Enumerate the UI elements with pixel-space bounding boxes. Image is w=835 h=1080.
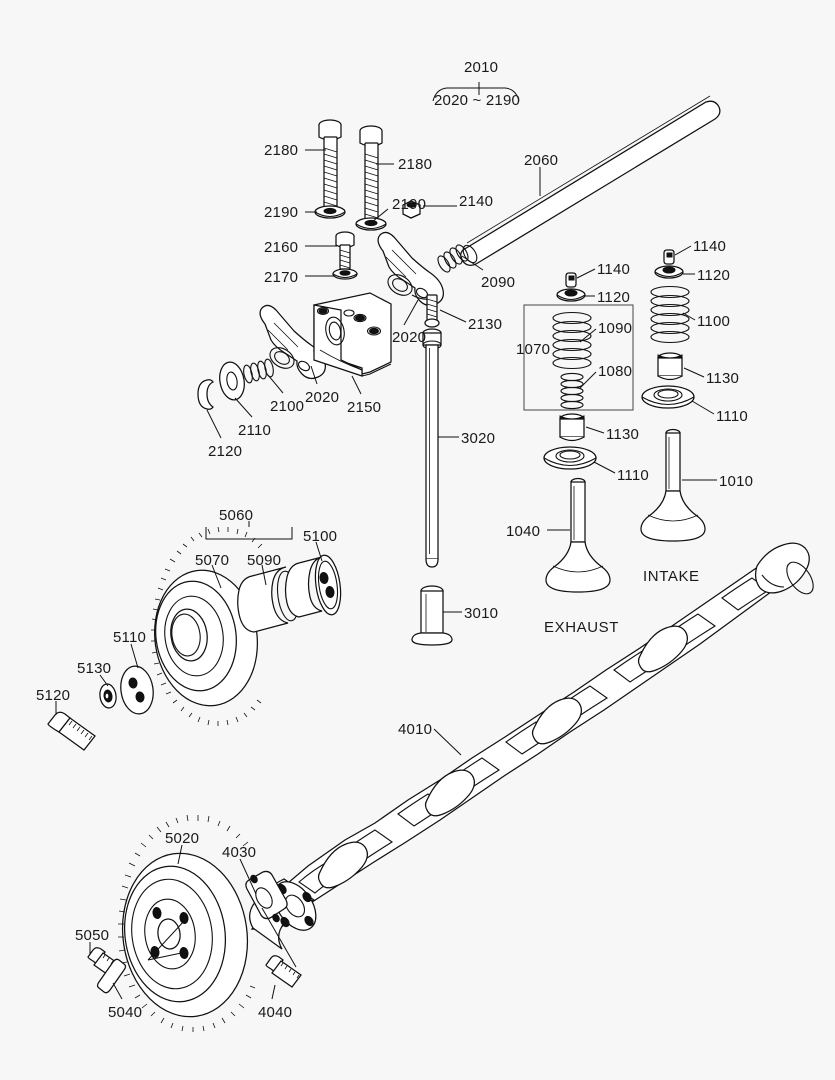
part-5120-bolt [47,711,96,751]
label-5130: 5130 [77,660,112,677]
label-5100: 5100 [303,528,338,545]
label-2010: 2010 [464,59,499,76]
part-5040-dowel-pin [96,958,127,994]
label-2020-right: 2020 [392,329,427,346]
label-2110: 2110 [238,422,272,439]
label-5070: 5070 [195,552,230,569]
bracket-5060-group [205,521,293,540]
label-2020-mid: 2020 [305,389,340,406]
label-4040: 4040 [258,1004,293,1021]
camshaft-drive-end [754,542,814,595]
part-2190-mid-washer [355,217,387,231]
label-2060: 2060 [524,152,559,169]
group-1070-box [523,304,634,411]
label-3010: 3010 [464,605,499,622]
part-2160-screw [335,231,355,270]
label-5060: 5060 [219,507,254,524]
label-5090: 5090 [247,552,282,569]
label-2120: 2120 [208,443,243,460]
part-1010-intake-valve [640,428,706,542]
label-1010: 1010 [719,473,754,490]
part-3020-push-rod [422,328,442,568]
part-2100-spring [243,358,274,384]
label-2180-left: 2180 [264,142,299,159]
part-2150-rocker-bracket [313,292,392,377]
part-1120-left-retainer [556,288,586,302]
label-3020: 3020 [461,430,496,447]
part-5070-idler-gear [151,526,263,726]
part-1040-exhaust-valve [545,477,611,593]
label-1070: 1070 [516,341,551,358]
part-5110-thrust-plate [120,665,154,715]
label-2020-2190: 2020 ~ 2190 [434,92,521,109]
part-1110-right-valve-seal [641,385,695,409]
label-intake: INTAKE [643,568,700,585]
label-2160: 2160 [264,239,299,256]
label-1120-left: 1120 [597,289,631,306]
label-1090: 1090 [598,320,633,337]
part-1130-right-valve-guide [657,352,683,381]
label-2170: 2170 [264,269,299,286]
part-4030-thrust-plate [245,870,288,923]
part-1120-right-retainer [654,265,684,279]
label-2190-left: 2190 [264,204,299,221]
label-1140-right: 1140 [693,238,727,255]
part-1080-inner-spring [560,372,584,410]
label-1130-right: 1130 [706,370,740,387]
label-5040: 5040 [108,1004,143,1021]
part-5100-idler-hub [284,554,342,618]
label-1120-right: 1120 [697,267,731,284]
label-2090: 2090 [481,274,516,291]
part-2130-adjust-screw [424,294,440,328]
label-exhaust: EXHAUST [544,619,620,636]
label-2130: 2130 [468,316,503,333]
part-2190-left-washer [314,205,346,219]
part-2120-snap-ring [197,379,214,410]
label-2140: 2140 [459,193,494,210]
label-4030: 4030 [222,844,257,861]
part-1110-left-valve-seal [543,446,597,470]
label-1100: 1100 [697,313,731,330]
label-1040: 1040 [506,523,541,540]
part-1100-valve-spring [650,285,690,344]
part-2020-rocker-arm-right [377,231,444,307]
part-3010-valve-lifter [411,585,453,646]
part-5020-camshaft-gear [118,814,256,1032]
part-4040-bolt [265,955,302,988]
part-2090-spring [437,244,469,273]
label-1140-left: 1140 [597,261,631,278]
label-5050: 5050 [75,927,110,944]
part-1130-left-valve-guide [559,413,585,442]
part-2020-rocker-arm-left [259,304,326,380]
part-1140-right-cotter [663,249,675,265]
label-5020: 5020 [165,830,200,847]
part-2140-nut [402,200,421,219]
part-1140-left-cotter [565,272,577,288]
label-5120: 5120 [36,687,71,704]
label-1110-right: 1110 [716,408,748,425]
part-2110-washer [219,361,245,401]
label-5110: 5110 [113,629,147,646]
bracket-2010-group [432,82,520,102]
label-2190-mid: 2190 [392,196,427,213]
label-4010: 4010 [398,721,433,738]
label-2100: 2100 [270,398,305,415]
label-1130-left: 1130 [606,426,640,443]
part-2170-washer [332,268,358,280]
part-2180-left-bolt [318,119,342,210]
label-1110-left: 1110 [617,467,649,484]
label-2150: 2150 [347,399,382,416]
label-2180-right: 2180 [398,156,433,173]
leader-lines [55,149,717,1000]
label-1080: 1080 [598,363,633,380]
part-1090-outer-spring [552,311,592,370]
